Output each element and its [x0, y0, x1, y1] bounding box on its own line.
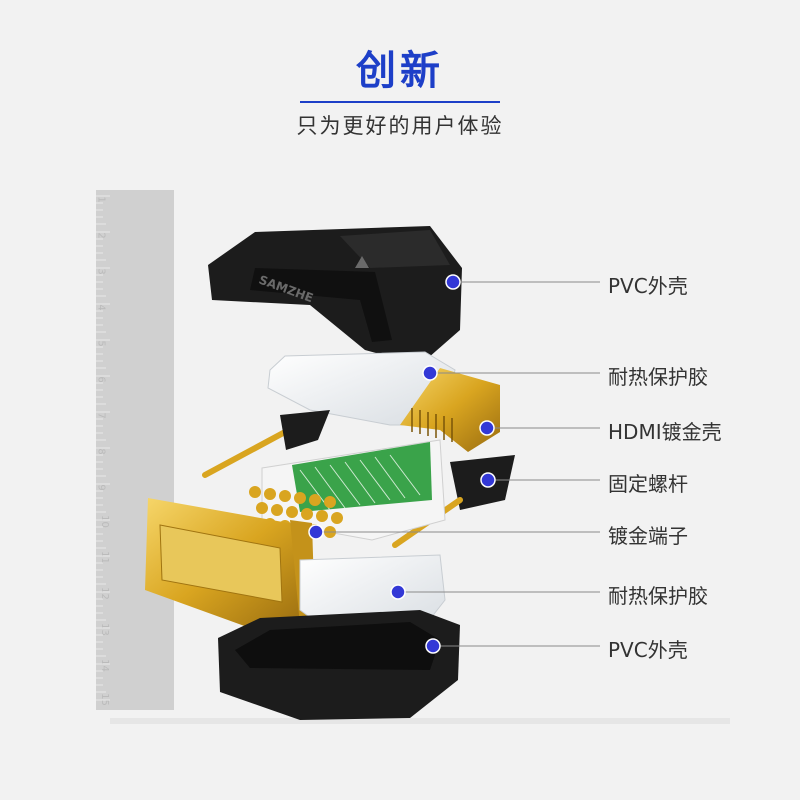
label-pvc-shell-top: PVC外壳: [608, 274, 688, 298]
top-pvc-shell: SAMZHE: [208, 226, 462, 365]
page-subtitle: 只为更好的用户体验: [296, 114, 504, 138]
page-title: 创新: [356, 48, 444, 94]
label-heat-glue-bottom: 耐热保护胶: [608, 584, 708, 608]
label-gold-terminals: 镀金端子: [608, 524, 688, 548]
top-heat-protective-glue: [267, 351, 456, 426]
label-fixing-screw: 固定螺杆: [608, 472, 688, 496]
left-fixing-screw: [202, 410, 330, 478]
ruler: 1 2 3 4 5 6 7 8 9 10 11 12 13 14 15: [96, 190, 174, 710]
callout-markers: [308, 274, 496, 654]
brand-logo-icon: [355, 256, 369, 268]
label-hdmi-gold-shell: HDMI镀金壳: [608, 420, 722, 444]
callout-lines: [316, 281, 600, 647]
ruler-ticks: [96, 195, 110, 701]
bottom-pvc-shell: [218, 610, 460, 720]
label-heat-glue-top: 耐热保护胶: [608, 365, 708, 389]
label-pvc-shell-bottom: PVC外壳: [608, 638, 688, 662]
floor-shadow: [110, 718, 730, 724]
hdmi-gold-shell: [400, 368, 500, 452]
title-divider: [300, 101, 500, 103]
